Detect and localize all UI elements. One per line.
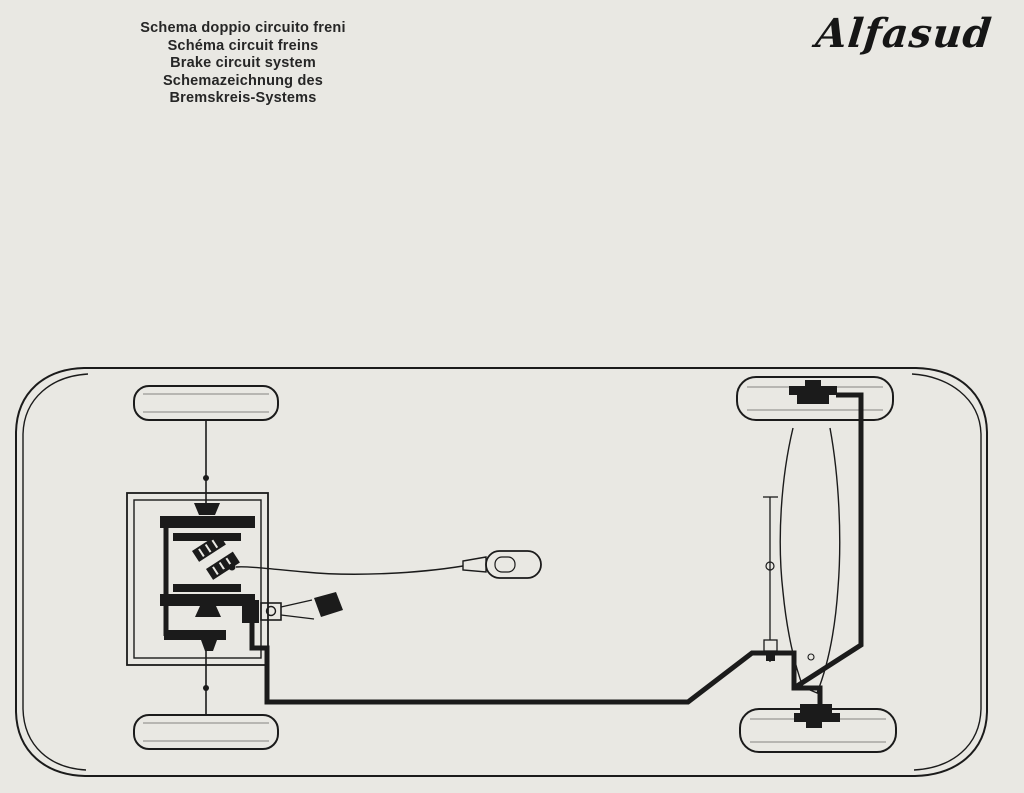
title-block: Schema doppio circuito freni Schéma circ… (63, 20, 423, 108)
title-line-english: Brake circuit system (170, 55, 316, 71)
title-line-french: Schéma circuit freins (167, 37, 319, 54)
title-line-german-1: Schemazeichnung des (162, 72, 324, 89)
rear-axle-arm (779, 427, 841, 694)
brake-line-front-to-rear (249, 620, 823, 708)
rear-bumper-line (911, 373, 982, 771)
handbrake-rear-cable (763, 496, 778, 662)
wheel-front-bottom (133, 714, 279, 750)
front-brake-disc-top (160, 503, 255, 541)
front-bumper-line (22, 373, 89, 771)
brake-line-rear-top-wheel (792, 392, 864, 691)
front-brake-disc-bottom (160, 584, 255, 617)
master-cylinder (242, 600, 282, 623)
rear-brake-drum-top (789, 380, 837, 404)
car-body-outline (15, 367, 988, 777)
title-line-german-2: Bremskreis-Systems (169, 90, 317, 106)
front-axle-bottom-shaft (203, 651, 209, 715)
front-brake-caliper-hatched-1 (192, 533, 226, 562)
front-axle-top-shaft (203, 420, 209, 503)
title-line-italian: Schema doppio circuito freni (140, 20, 346, 36)
front-brake-lower-assembly (164, 630, 226, 651)
wheel-front-top (133, 385, 279, 421)
rear-brake-drum-bottom (794, 704, 840, 728)
handbrake-lever (462, 550, 542, 579)
front-subframe (126, 492, 269, 666)
brake-pedal-linkage (280, 592, 343, 620)
handbrake-front-cable (217, 563, 464, 575)
